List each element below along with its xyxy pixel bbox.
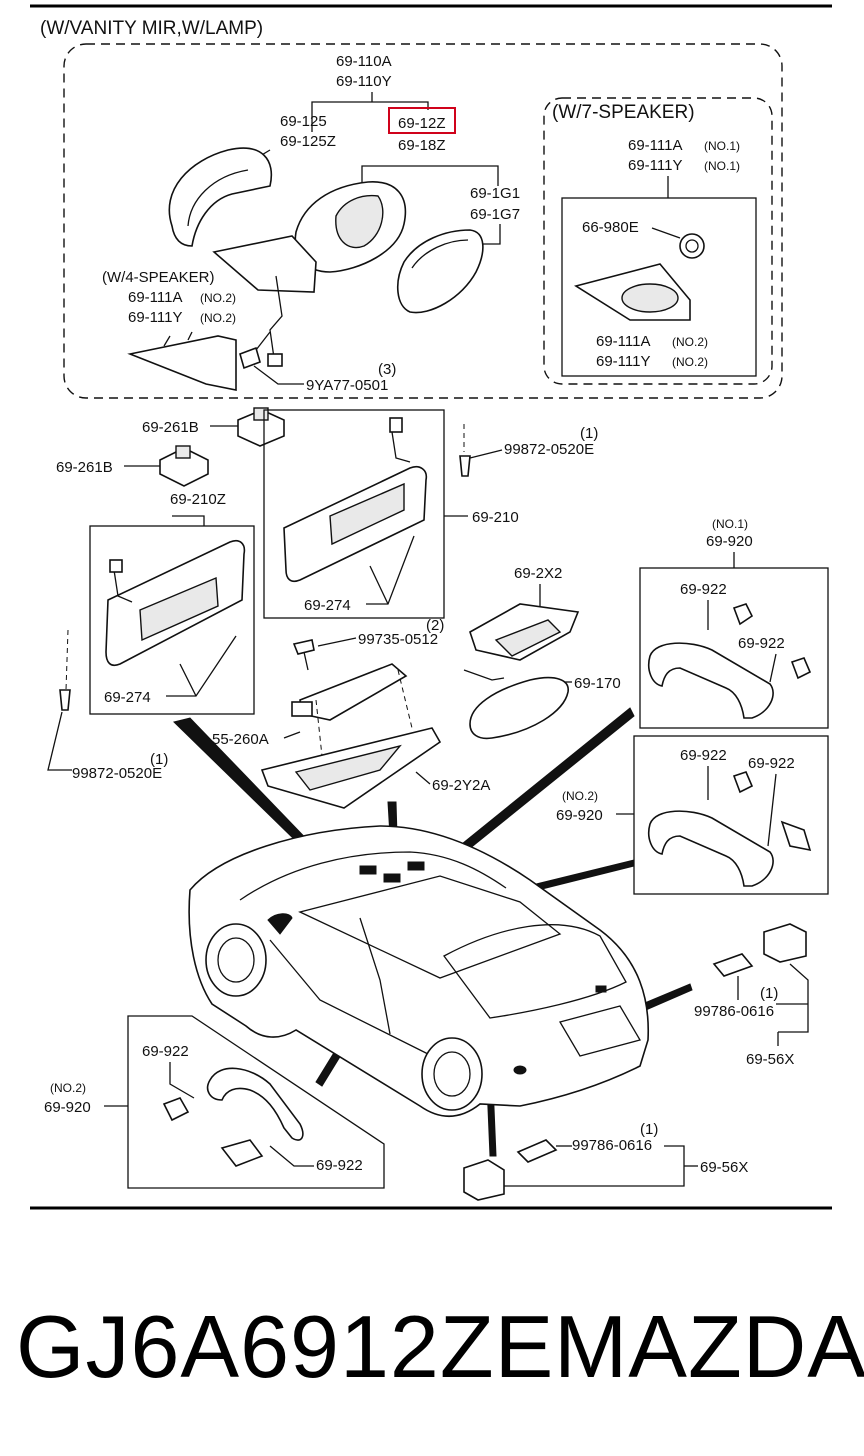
label-99872-0520E-b: 99872-0520E	[72, 765, 162, 782]
mirror-cover	[168, 147, 273, 247]
grip-no2-box	[633, 735, 829, 895]
label-qty2: (2)	[426, 617, 444, 634]
label-no2-4sp-b: (NO.2)	[200, 311, 236, 325]
mirror-base	[212, 235, 317, 293]
label-69-261B-b: 69-261B	[56, 459, 113, 476]
highlight-box-69-12Z	[388, 107, 456, 134]
label-no2-b: (NO.2)	[672, 355, 708, 369]
label-grip-no2b-tag: (NO.2)	[50, 1081, 86, 1095]
screw-left	[59, 689, 71, 711]
car-illustration	[188, 825, 650, 1117]
label-69-922-a: 69-922	[680, 581, 727, 598]
console-bracket	[299, 663, 408, 721]
label-no2-a: (NO.2)	[672, 335, 708, 349]
grip-no1-box	[639, 567, 829, 729]
label-69-125: 69-125	[280, 113, 327, 130]
label-69-922-c: 69-922	[680, 747, 727, 764]
label-grip-no1-tag: (NO.1)	[712, 517, 748, 531]
label-69-1G7: 69-1G7	[470, 206, 520, 223]
label-69-125Z: 69-125Z	[280, 133, 336, 150]
label-69-111A-no2: 69-111A	[596, 333, 651, 350]
visor-210Z-box	[89, 525, 255, 715]
label-grip-no2b: 69-920	[44, 1099, 91, 1116]
label-69-18Z: 69-18Z	[398, 137, 446, 154]
label-no1-a: (NO.1)	[704, 139, 740, 153]
label-69-111A-no1: 69-111A	[628, 137, 683, 154]
assist-grip-no1	[647, 642, 774, 719]
label-55-260A: 55-260A	[212, 731, 269, 748]
bolt-99786-b	[516, 1139, 558, 1163]
label-qty1-b: (1)	[150, 751, 168, 768]
label-69-110A: 69-110A	[336, 53, 392, 70]
speaker7-detail-box	[561, 197, 757, 377]
label-99786-0616-a: 99786-0616	[694, 1003, 774, 1020]
label-99786-0616-b: 99786-0616	[572, 1137, 652, 1154]
speaker7-box	[543, 97, 773, 385]
part-number: GJ6A6912ZE	[16, 1297, 555, 1396]
speaker4-cover	[127, 335, 237, 391]
speaker7-title: (W/7-SPEAKER)	[552, 102, 695, 123]
label-69-1G1: 69-1G1	[470, 185, 520, 202]
assist-grip-no2b	[206, 1067, 304, 1141]
label-69-274-b: 69-274	[104, 689, 151, 706]
label-69-2Y2A: 69-2Y2A	[432, 777, 490, 794]
lower-bracket	[463, 1159, 505, 1201]
label-qty1-d: (1)	[640, 1121, 658, 1138]
label-69-922-e: 69-922	[142, 1043, 189, 1060]
visor-210-box	[263, 409, 445, 619]
speaker4-title: (W/4-SPEAKER)	[102, 269, 215, 286]
mirror-glass	[397, 229, 484, 314]
variant-title: (W/VANITY MIR,W/LAMP)	[40, 18, 263, 39]
label-qty1-a: (1)	[580, 425, 598, 442]
label-grip-no1: 69-920	[706, 533, 753, 550]
label-99735-0512: 99735-0512	[358, 631, 438, 648]
label-69-922-f: 69-922	[316, 1157, 363, 1174]
grip-no2b-box	[127, 1015, 385, 1189]
label-66-980E: 66-980E	[582, 219, 639, 236]
label-69-922-d: 69-922	[748, 755, 795, 772]
bolt-99786-a	[712, 953, 754, 977]
label-99872-0520E-a: 99872-0520E	[504, 441, 594, 458]
label-9YA77-0501: 9YA77-0501	[306, 377, 388, 394]
leader-69-18Z	[361, 165, 499, 186]
label-qty1-c: (1)	[760, 985, 778, 1002]
assist-grip-no2	[647, 810, 774, 887]
mirror-group-box	[63, 43, 783, 399]
screw-top	[459, 455, 471, 477]
label-69-56X-b: 69-56X	[700, 1159, 748, 1176]
speaker-clip	[679, 233, 705, 259]
label-qty3: (3)	[378, 361, 396, 378]
footer: GJ6A6912ZE MAZDA	[0, 1292, 864, 1412]
rearview-mirror	[469, 676, 569, 740]
label-69-111Y-no2: 69-111Y	[596, 353, 651, 370]
bolt-9YA77	[239, 346, 261, 370]
leader-69-110	[311, 101, 429, 132]
label-no2-4sp-a: (NO.2)	[200, 291, 236, 305]
label-69-111Y-no1: 69-111Y	[628, 157, 683, 174]
label-69-922-b: 69-922	[738, 635, 785, 652]
label-grip-no2: 69-920	[556, 807, 603, 824]
label-no1-b: (NO.1)	[704, 159, 740, 173]
label-69-110Y: 69-110Y	[336, 73, 392, 90]
label-69-111Y-4sp: 69-111Y	[128, 309, 183, 326]
label-69-210Z: 69-210Z	[170, 491, 226, 508]
screw-99735	[292, 639, 315, 655]
label-69-210: 69-210	[472, 509, 519, 526]
label-69-274-a: 69-274	[304, 597, 351, 614]
label-69-56X-a: 69-56X	[746, 1051, 794, 1068]
label-grip-no2-tag: (NO.2)	[562, 789, 598, 803]
label-69-12Z: 69-12Z	[398, 115, 446, 132]
trunk-bracket	[763, 923, 807, 963]
label-69-170: 69-170	[574, 675, 621, 692]
brand-name: MAZDA	[554, 1297, 864, 1396]
label-69-111A-4sp: 69-111A	[128, 289, 183, 306]
label-69-261B-a: 69-261B	[142, 419, 199, 436]
label-69-2X2: 69-2X2	[514, 565, 562, 582]
